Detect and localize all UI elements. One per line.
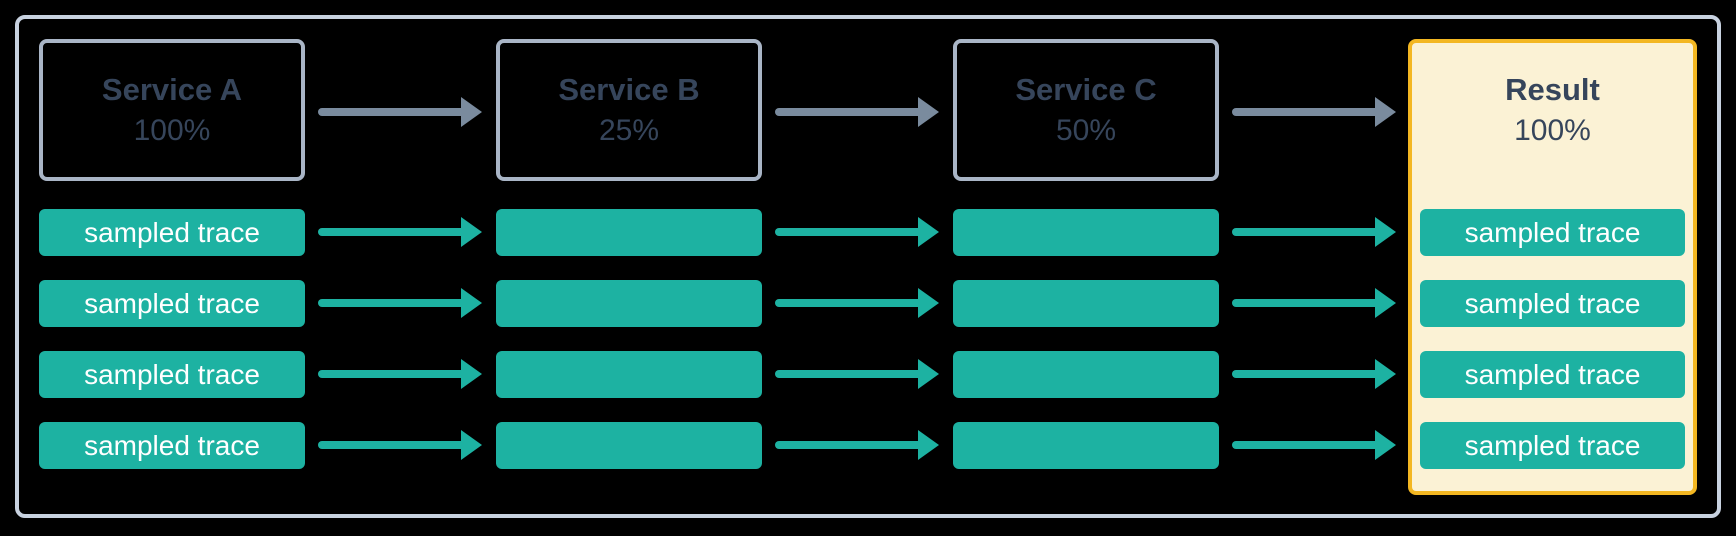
arrowhead-icon [461,359,482,389]
trace-bar-label: sampled trace [84,429,260,461]
arrow-shaft [318,299,465,307]
service-b-box: Service B 25% [496,39,762,181]
arrowhead-icon [1375,359,1396,389]
trace-bar-service-b [496,209,762,256]
trace-bar-label: sampled trace [1464,429,1641,461]
trace-bar-service-c [953,280,1219,327]
trace-bar-label: sampled trace [1464,358,1641,390]
trace-bar-result: sampled trace [1420,209,1685,256]
arrow-shaft [775,228,922,236]
trace-bar-service-c [953,209,1219,256]
trace-arrow [1232,358,1396,390]
trace-bar-label: sampled trace [84,216,260,248]
trace-arrow [1232,287,1396,319]
arrow-shaft [318,441,465,449]
trace-arrow [318,287,482,319]
arrow-shaft [1232,299,1379,307]
arrowhead-icon [918,288,939,318]
trace-bar-service-a: sampled trace [39,351,305,398]
flow-arrow-b-to-c [775,96,939,128]
trace-bar-label: sampled trace [1464,216,1641,248]
arrow-shaft [775,441,922,449]
arrowhead-icon [1375,288,1396,318]
arrow-shaft [318,370,465,378]
service-c-sample-rate: 50% [1055,114,1117,148]
service-c-title: Service C [1015,71,1157,107]
arrowhead-icon [1375,97,1396,127]
flow-arrow-c-to-result [1232,96,1396,128]
trace-bar-label: sampled trace [84,287,260,319]
trace-arrow [775,216,939,248]
arrowhead-icon [918,359,939,389]
trace-arrow [775,358,939,390]
service-a-title: Service A [101,71,243,107]
arrowhead-icon [461,217,482,247]
arrowhead-icon [1375,430,1396,460]
trace-arrow [775,429,939,461]
trace-bar-result: sampled trace [1420,422,1685,469]
trace-bar-service-c [953,351,1219,398]
service-b-sample-rate: 25% [598,114,660,148]
flow-arrow-a-to-b [318,96,482,128]
trace-bar-result: sampled trace [1420,351,1685,398]
trace-bar-service-b [496,280,762,327]
result-box: Result 100% sampled trace sampled trace … [1408,39,1697,495]
trace-arrow [318,429,482,461]
arrowhead-icon [918,97,939,127]
trace-arrow [775,287,939,319]
arrowhead-icon [1375,217,1396,247]
trace-bar-service-a: sampled trace [39,280,305,327]
service-a-box: Service A 100% [39,39,305,181]
trace-arrow [1232,216,1396,248]
arrowhead-icon [918,430,939,460]
arrowhead-icon [461,97,482,127]
result-header: Result 100% [1412,43,1693,177]
trace-bar-service-b [496,422,762,469]
arrowhead-icon [461,430,482,460]
arrow-shaft [1232,370,1379,378]
service-a-sample-rate: 100% [133,114,211,148]
service-b-title: Service B [558,71,700,107]
result-title: Result [1505,71,1600,107]
trace-bar-label: sampled trace [1464,287,1641,319]
diagram-frame [15,15,1721,518]
arrow-shaft [1232,441,1379,449]
arrow-shaft [775,370,922,378]
trace-arrow [318,358,482,390]
arrowhead-icon [461,288,482,318]
arrow-shaft [775,108,922,116]
service-c-box: Service C 50% [953,39,1219,181]
trace-bar-result: sampled trace [1420,280,1685,327]
trace-arrow [1232,429,1396,461]
arrow-shaft [318,108,465,116]
result-sample-rate: 100% [1514,114,1591,148]
trace-bar-service-b [496,351,762,398]
trace-bar-label: sampled trace [84,358,260,390]
trace-bar-service-a: sampled trace [39,209,305,256]
arrowhead-icon [918,217,939,247]
trace-arrow [318,216,482,248]
arrow-shaft [1232,228,1379,236]
trace-bar-service-c [953,422,1219,469]
arrow-shaft [318,228,465,236]
arrow-shaft [1232,108,1379,116]
trace-bar-service-a: sampled trace [39,422,305,469]
arrow-shaft [775,299,922,307]
